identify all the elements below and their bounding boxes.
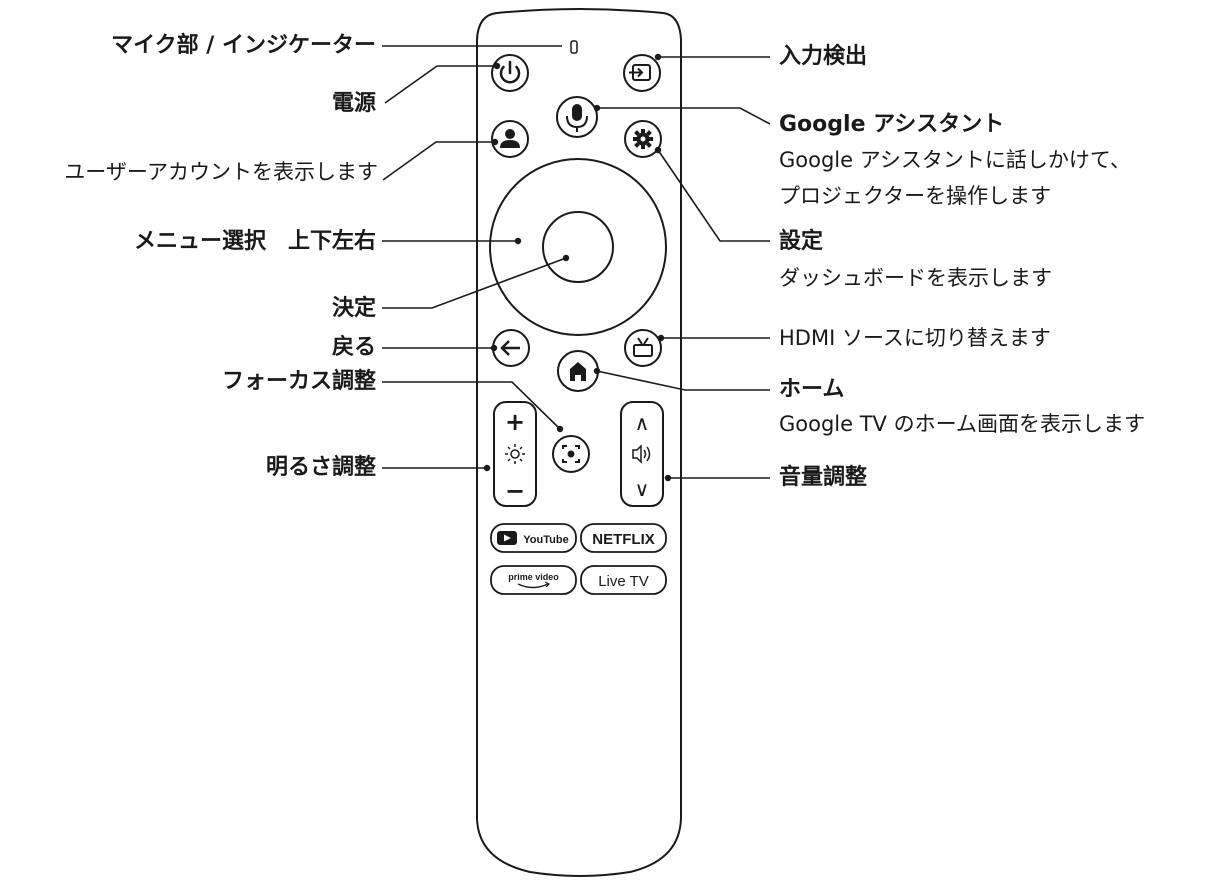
leader-user <box>382 141 495 181</box>
leader-settings <box>657 149 770 242</box>
svg-text:NETFLIX: NETFLIX <box>592 531 655 548</box>
ok-button[interactable] <box>542 211 614 283</box>
label-input: 入力検出 <box>779 44 868 69</box>
brightness-plus[interactable]: + <box>505 408 525 436</box>
assistant-button[interactable] <box>556 96 598 138</box>
leader-power <box>384 65 497 104</box>
person-icon <box>500 129 520 148</box>
label-assistant-title: Google アシスタント <box>779 112 1005 137</box>
focus-button[interactable] <box>552 435 590 473</box>
label-hdmi: HDMI ソースに切り替えます <box>779 326 1051 350</box>
label-dpad: メニュー選択 上下左右 <box>133 229 376 254</box>
label-mic-indicator: マイク部 / インジケーター <box>111 33 376 58</box>
livetv-button[interactable]: Live TV <box>580 565 667 595</box>
netflix-button[interactable]: NETFLIX <box>580 523 667 553</box>
brightness-minus[interactable]: − <box>505 477 525 505</box>
label-user-account: ユーザーアカウントを表示します <box>64 160 378 184</box>
label-volume: 音量調整 <box>779 465 868 490</box>
arrow-left-icon <box>500 340 520 356</box>
speaker-icon <box>632 444 651 464</box>
label-assistant-desc-1: Google アシスタントに話しかけて、 <box>779 148 1131 172</box>
leader-focus <box>382 381 561 430</box>
prime-video-button[interactable]: prime video <box>490 565 577 595</box>
settings-button[interactable] <box>624 120 662 158</box>
input-icon <box>629 64 651 81</box>
label-brightness: 明るさ調整 <box>265 455 376 480</box>
label-home-desc: Google TV のホーム画面を表示します <box>779 412 1145 436</box>
volume-rocker[interactable]: ∧ ∨ <box>620 401 664 507</box>
label-power: 電源 <box>331 91 376 116</box>
leader-assistant <box>597 107 771 125</box>
gear-icon <box>633 129 653 149</box>
microphone-icon <box>566 104 588 132</box>
youtube-button[interactable]: YouTube <box>490 523 577 553</box>
volume-up[interactable]: ∧ <box>635 411 650 435</box>
label-settings-desc: ダッシュボードを表示します <box>779 266 1052 290</box>
power-button[interactable] <box>491 54 529 92</box>
label-assistant-desc-2: プロジェクターを操作します <box>779 184 1052 208</box>
power-icon <box>499 60 521 84</box>
label-ok: 決定 <box>331 296 376 321</box>
smile-arrow-icon <box>517 583 549 589</box>
sun-icon <box>505 444 525 464</box>
label-home-title: ホーム <box>779 377 845 402</box>
input-button[interactable] <box>623 54 661 92</box>
user-account-button[interactable] <box>491 120 529 158</box>
focus-icon <box>562 445 580 463</box>
hdmi-button[interactable] <box>624 329 662 367</box>
svg-text:YouTube: YouTube <box>523 534 568 546</box>
leader-ok <box>382 257 567 309</box>
tv-icon <box>633 337 653 357</box>
leader-home <box>596 370 770 391</box>
label-settings-title: 設定 <box>779 229 824 254</box>
label-back: 戻る <box>331 335 376 360</box>
svg-text:prime video: prime video <box>508 572 559 582</box>
brightness-rocker[interactable]: + − <box>493 401 537 507</box>
svg-text:Live TV: Live TV <box>598 573 649 590</box>
volume-down[interactable]: ∨ <box>635 477 650 501</box>
mic-indicator <box>570 40 578 54</box>
label-focus: フォーカス調整 <box>221 369 376 394</box>
home-icon <box>570 362 586 381</box>
